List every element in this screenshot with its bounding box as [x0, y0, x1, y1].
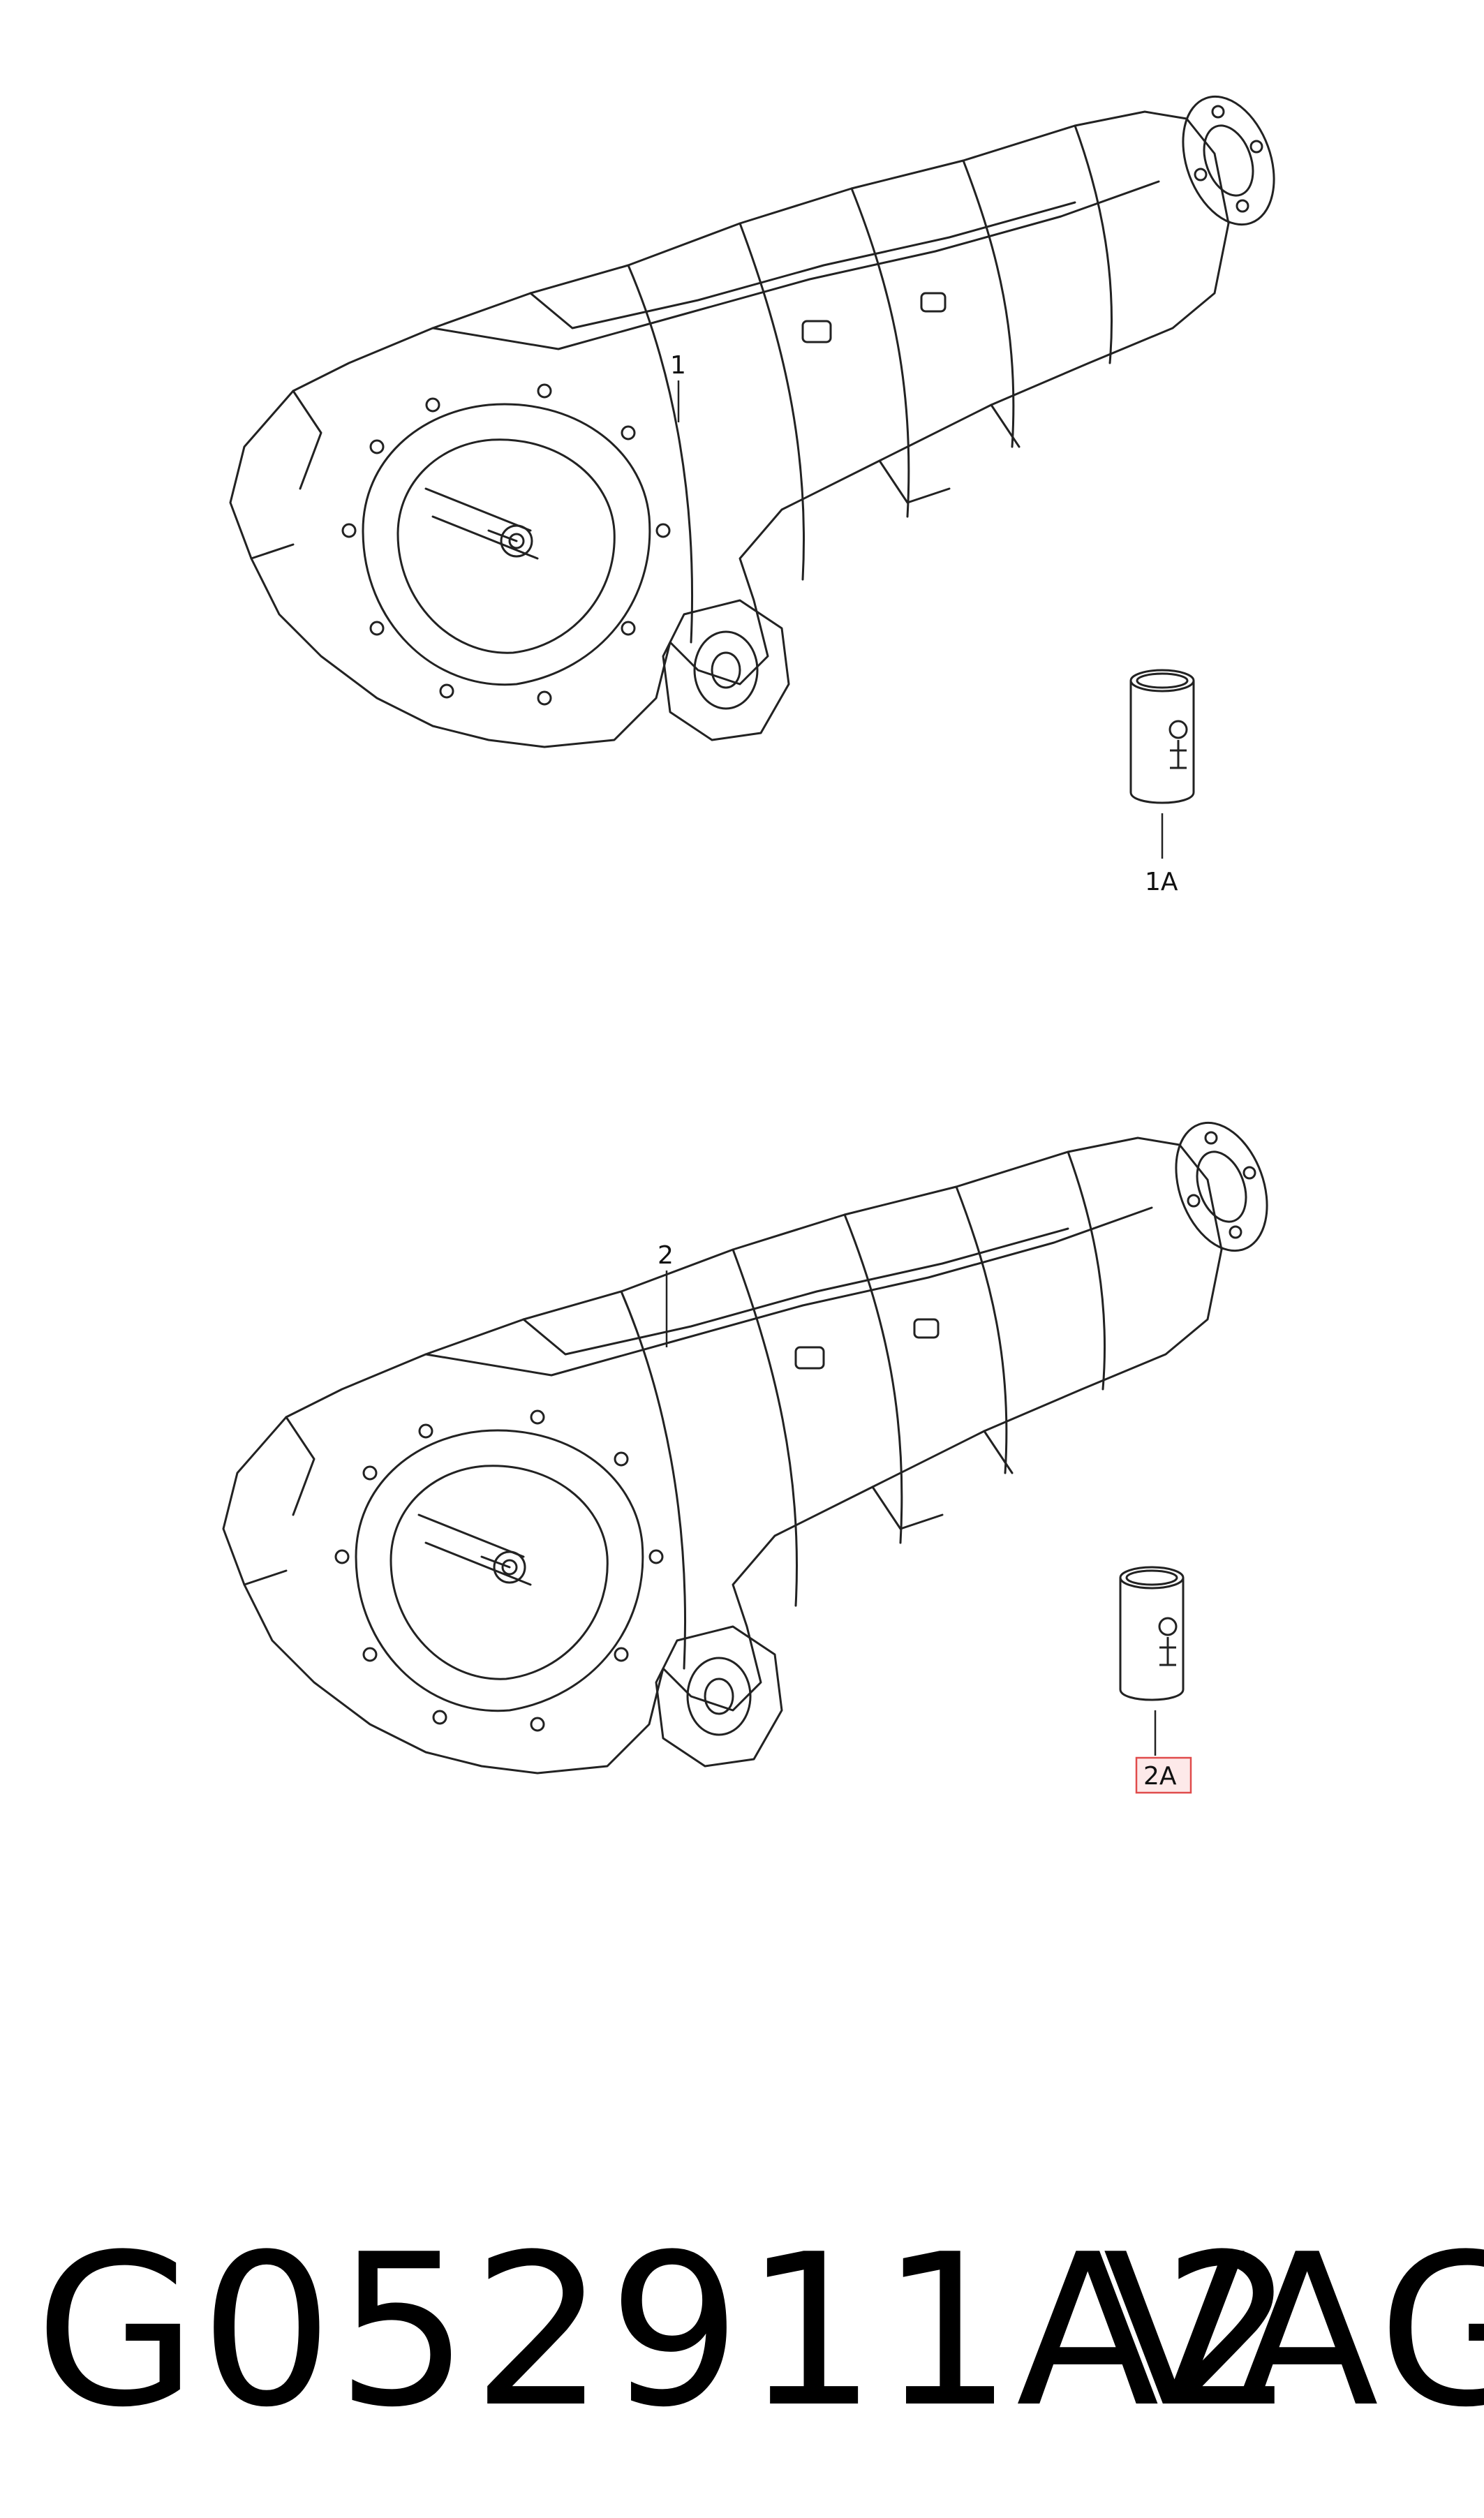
callout-2a-highlight-box [1135, 1756, 1192, 1794]
part-number-caption: G052911A2 [35, 2209, 1298, 2453]
callout-1a: 1A [1145, 868, 1178, 896]
callout-2a: 2A [1143, 1762, 1177, 1791]
brand-caption: VAG [1103, 2209, 1484, 2453]
gearbox-illustration-2 [222, 1109, 1285, 1775]
oil-can-illustration-1a [1129, 669, 1195, 804]
oil-can-illustration-2a [1119, 1566, 1185, 1701]
callout-1: 1 [670, 351, 686, 380]
callout-2: 2 [658, 1241, 674, 1270]
gearbox-illustration-1 [229, 82, 1292, 748]
